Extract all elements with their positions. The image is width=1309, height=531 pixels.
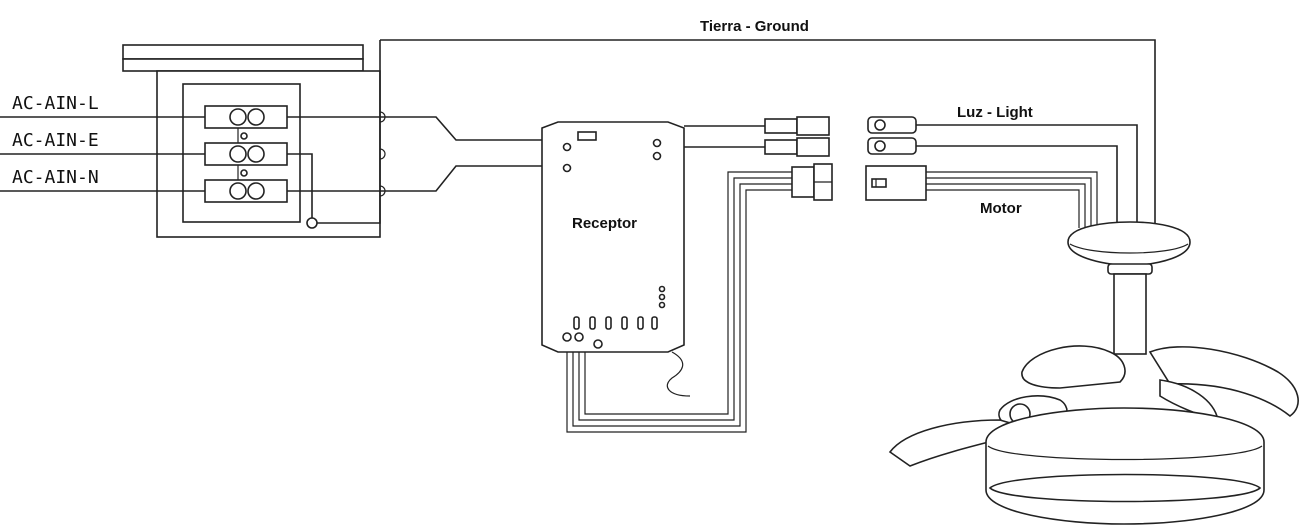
fan-motor-connector — [865, 165, 1098, 228]
earth-screw — [287, 40, 381, 229]
label-ground: Tierra - Ground — [700, 18, 809, 35]
label-receiver: Receptor — [572, 215, 637, 232]
fan-light-connector — [867, 116, 1138, 228]
label-ac-ain-n: AC-AIN-N — [12, 167, 99, 188]
motor-wire-loop — [566, 163, 833, 433]
terminal-block — [204, 105, 288, 203]
ceiling-fan — [888, 221, 1299, 525]
light-output-connector — [684, 116, 830, 157]
receiver-input-wires — [287, 111, 542, 197]
ground-wire — [380, 39, 1156, 228]
receiver-box — [541, 121, 691, 397]
incoming-wires — [0, 116, 205, 192]
junction-box — [122, 44, 381, 238]
label-light: Luz - Light — [957, 104, 1033, 121]
label-ac-ain-l: AC-AIN-L — [12, 93, 99, 114]
label-ac-ain-e: AC-AIN-E — [12, 130, 99, 151]
label-motor: Motor — [980, 200, 1022, 217]
